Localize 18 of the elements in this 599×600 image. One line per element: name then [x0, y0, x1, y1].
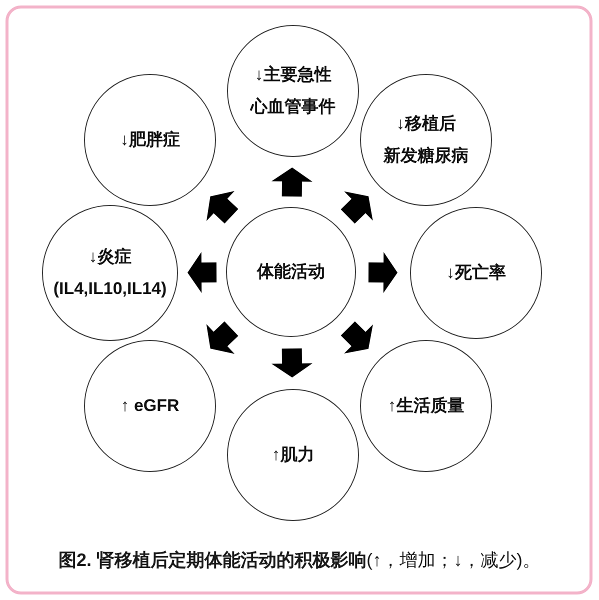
block-arrow	[340, 321, 373, 354]
block-arrow	[206, 321, 238, 354]
block-arrow	[188, 252, 217, 293]
block-arrow	[272, 348, 312, 378]
block-arrow	[206, 191, 238, 224]
block-arrow	[368, 252, 398, 293]
node-label: 体能活动	[257, 260, 325, 283]
node-label: ↑生活质量	[388, 394, 464, 417]
node-label: ↓肥胖症	[120, 128, 180, 151]
node-label: ↑肌力	[272, 444, 314, 466]
block-arrow	[272, 168, 312, 197]
node-label: ↓移植后新发糖尿病	[384, 112, 468, 167]
block-arrow	[340, 191, 373, 224]
node-label: ↓主要急性心血管事件	[250, 64, 336, 118]
figure-caption: 图2. 肾移植后定期体能活动的积极影响(↑，增加；↓，减少)。	[58, 549, 540, 572]
node-label: ↓炎症 (IL4,IL10,IL14)	[52, 246, 168, 300]
node-label: ↑ eGFR	[120, 394, 180, 417]
node-label: ↓死亡率	[446, 262, 506, 284]
